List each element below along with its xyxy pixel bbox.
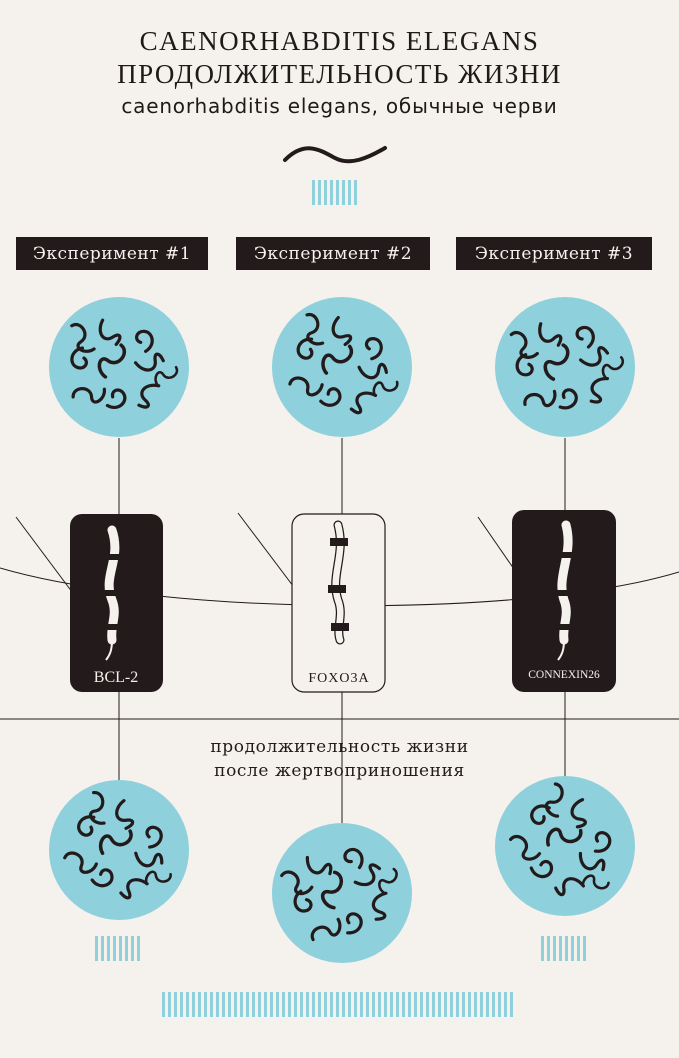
barcode-bar — [486, 992, 489, 1017]
barcode-bar — [474, 992, 477, 1017]
barcode-bar — [162, 992, 165, 1017]
title-line-2: ПРОДОЛЖИТЕЛЬНОСТЬ ЖИЗНИ — [117, 59, 562, 89]
middle-text-line-1: продолжительность жизни — [210, 737, 469, 757]
middle-text-line-2: после жертвоприношения — [214, 761, 465, 781]
barcode-bar — [312, 992, 315, 1017]
barcode-bar — [240, 992, 243, 1017]
barcode-bar — [264, 992, 267, 1017]
barcode-bar — [378, 992, 381, 1017]
barcode-bar — [192, 992, 195, 1017]
barcode-bar — [336, 992, 339, 1017]
barcode-bar — [324, 992, 327, 1017]
barcode-bar — [222, 992, 225, 1017]
barcode-bar — [384, 992, 387, 1017]
barcode-bar — [480, 992, 483, 1017]
title-line-1: CAENORHABDITIS ELEGANS — [139, 26, 540, 56]
connector-lines — [118, 438, 566, 825]
barcode-bar — [306, 992, 309, 1017]
barcode-bar — [396, 992, 399, 1017]
dish-bottom-1 — [49, 780, 192, 920]
dish-top-2 — [272, 297, 412, 437]
title-line-3: caenorhabditis elegans, обычные черви — [121, 94, 558, 118]
barcode-bar — [168, 992, 171, 1017]
worm-icon — [328, 520, 349, 645]
barcode-bar — [420, 992, 423, 1017]
barcode-bar — [504, 992, 507, 1017]
barcode-bar — [228, 992, 231, 1017]
barcode-bar — [270, 992, 273, 1017]
barcode-bar — [246, 992, 249, 1017]
barcode-bar — [366, 992, 369, 1017]
dish-top-1 — [49, 297, 189, 437]
barcode-bar — [318, 992, 321, 1017]
barcode-bar — [438, 992, 441, 1017]
barcode-bar — [408, 992, 411, 1017]
barcode-bar — [444, 992, 447, 1017]
gene-card-1: BCL-2 — [70, 514, 163, 692]
barcode-bar — [234, 992, 237, 1017]
barcode-bar — [372, 992, 375, 1017]
gene-label-1: BCL-2 — [94, 669, 138, 686]
barcode-bar — [186, 992, 189, 1017]
worm-icon — [103, 525, 120, 661]
barcode-icon-left — [95, 936, 140, 961]
barcode-bar — [390, 992, 393, 1017]
experiment-label-1: Эксперимент #1 — [16, 237, 208, 270]
barcode-bar — [348, 992, 351, 1017]
worm-icon — [555, 520, 573, 661]
barcode-bar — [468, 992, 471, 1017]
barcode-bar — [252, 992, 255, 1017]
dish-bottom-3 — [495, 776, 640, 918]
barcode-bar — [282, 992, 285, 1017]
barcode-bar — [180, 992, 183, 1017]
barcode-bar — [276, 992, 279, 1017]
barcode-bar — [492, 992, 495, 1017]
barcode-bar — [204, 992, 207, 1017]
barcode-bar — [498, 992, 501, 1017]
experiment-label-2: Эксперимент #2 — [236, 237, 430, 270]
gene-card-2: FOXO3A — [291, 513, 386, 693]
experiment-label-3: Эксперимент #3 — [456, 237, 652, 270]
top-barcode-icon — [312, 180, 357, 205]
barcode-bar — [426, 992, 429, 1017]
barcode-bar — [414, 992, 417, 1017]
gene-card-3: CONNEXIN26 — [512, 510, 616, 692]
barcode-bar — [402, 992, 405, 1017]
barcode-bar — [288, 992, 291, 1017]
dish-bottom-2 — [272, 823, 414, 963]
gene-label-3: CONNEXIN26 — [528, 669, 600, 681]
barcode-icon-bottom — [162, 992, 513, 1017]
barcode-bar — [342, 992, 345, 1017]
wavy-line-icon — [283, 146, 387, 164]
barcode-bar — [354, 992, 357, 1017]
barcode-bar — [210, 992, 213, 1017]
gene-label-2: FOXO3A — [308, 671, 369, 686]
barcode-bar — [300, 992, 303, 1017]
barcode-bar — [450, 992, 453, 1017]
barcode-bar — [432, 992, 435, 1017]
barcode-bar — [462, 992, 465, 1017]
barcode-bar — [330, 992, 333, 1017]
barcode-bar — [198, 992, 201, 1017]
barcode-bar — [360, 992, 363, 1017]
barcode-bar — [510, 992, 513, 1017]
barcode-bar — [216, 992, 219, 1017]
dish-top-3 — [495, 297, 635, 437]
barcode-bar — [294, 992, 297, 1017]
barcode-bar — [258, 992, 261, 1017]
barcode-icon-right — [541, 936, 586, 961]
barcode-bar — [174, 992, 177, 1017]
barcode-bar — [456, 992, 459, 1017]
